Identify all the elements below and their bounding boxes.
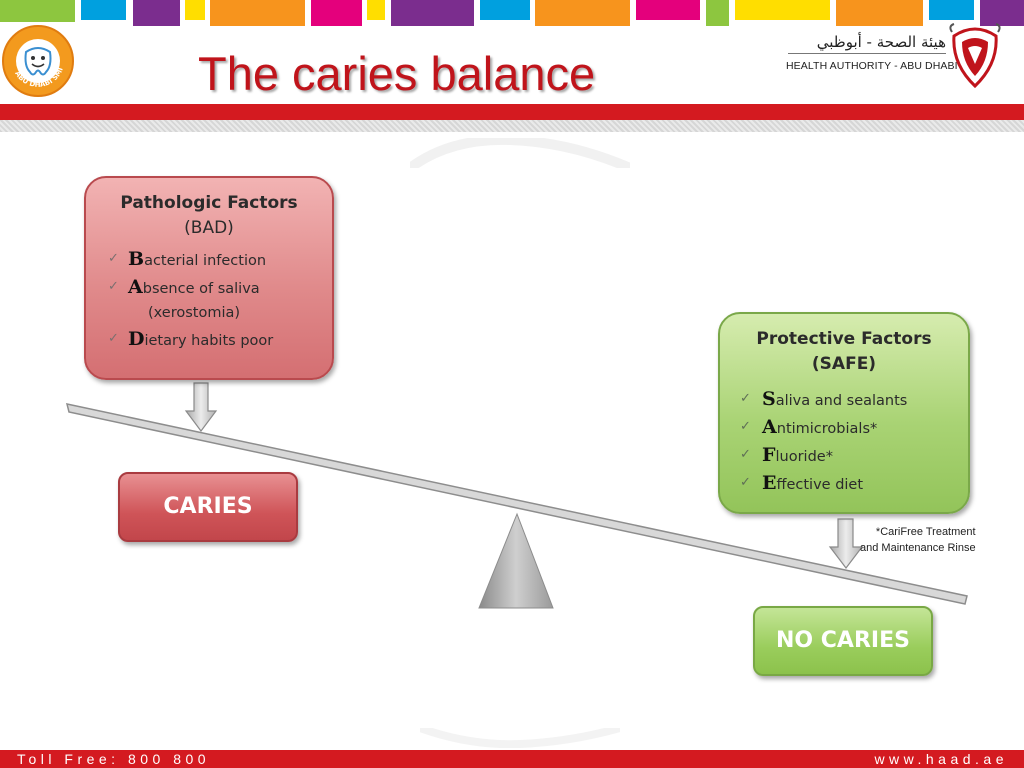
down-arrow-icon (184, 382, 218, 432)
pathologic-factors-subtitle: (BAD) (184, 218, 234, 238)
header-band (0, 26, 1024, 104)
list-item-continuation: (xerostomia) (148, 305, 241, 321)
page-title: The caries balance (198, 47, 596, 100)
check-icon: ✓ (108, 251, 119, 266)
check-icon: ✓ (108, 331, 119, 346)
carifree-footnote: *CariFree Treatment and Maintenance Rins… (860, 526, 976, 554)
abu-dhabi-emblem-icon (948, 22, 1002, 89)
footer-bar: Toll Free: 800 800 www.haad.ae (0, 750, 1024, 768)
top-color-bar (0, 0, 1024, 26)
list-item: ✓Antimicrobials* (740, 416, 878, 438)
check-icon: ✓ (740, 475, 751, 490)
down-arrow-icon (828, 518, 864, 569)
check-icon: ✓ (740, 419, 751, 434)
pathologic-factors-title: Pathologic Factors (120, 193, 298, 213)
toll-free-number: Toll Free: 800 800 (17, 751, 211, 767)
header-red-rule (0, 104, 1024, 120)
fulcrum-triangle (478, 512, 554, 609)
header-gray-rule (0, 120, 1024, 132)
background-watermark (407, 134, 632, 173)
pathologic-factors-list: ✓Bacterial infection ✓Absence of saliva … (86, 246, 332, 354)
website-link[interactable]: www.haad.ae (874, 751, 1008, 767)
background-watermark-bottom (418, 724, 622, 753)
list-item: ✓Saliva and sealants (740, 388, 908, 410)
list-item: ✓Bacterial infection (108, 248, 267, 270)
protective-factors-list: ✓Saliva and sealants ✓Antimicrobials* ✓F… (720, 386, 968, 498)
seesaw-beam (65, 403, 968, 605)
caries-outcome-box: CARIES (118, 472, 298, 542)
abu-dhabi-smiles-logo: ABU DHABI SMILES (0, 18, 75, 98)
list-item: ✓Dietary habits poor (108, 328, 274, 350)
list-item: ✓Effective diet (740, 472, 864, 494)
list-item: ✓Absence of saliva (108, 276, 260, 298)
authority-arabic-name: هيئة الصحة - أبوظبي (788, 33, 946, 54)
check-icon: ✓ (740, 391, 751, 406)
check-icon: ✓ (108, 279, 119, 294)
no-caries-outcome-box: NO CARIES (753, 606, 933, 676)
protective-factors-title: Protective Factors (756, 329, 932, 349)
authority-english-name: HEALTH AUTHORITY - ABU DHABI (786, 60, 958, 72)
pathologic-factors-box: Pathologic Factors (BAD) ✓Bacterial infe… (84, 176, 334, 380)
protective-factors-box: Protective Factors (SAFE) ✓Saliva and se… (718, 312, 970, 514)
check-icon: ✓ (740, 447, 751, 462)
protective-factors-subtitle: (SAFE) (811, 354, 877, 374)
list-item: ✓Fluoride* (740, 444, 833, 466)
